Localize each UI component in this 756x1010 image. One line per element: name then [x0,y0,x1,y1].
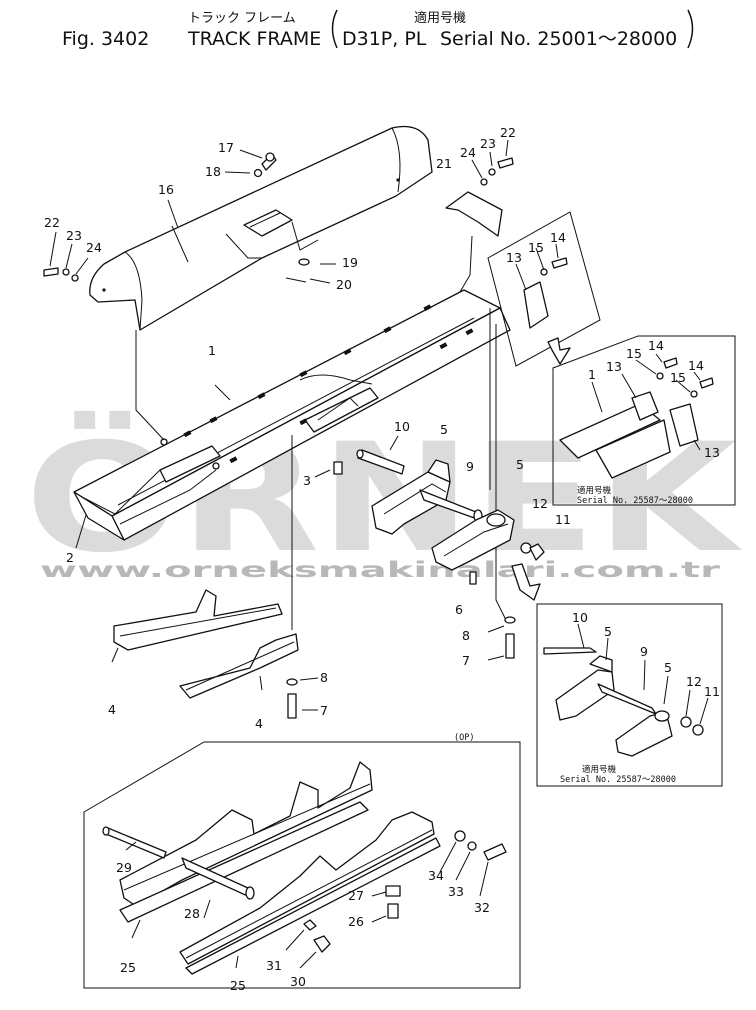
callout-14: 14 [550,230,566,245]
callout-10: 10 [394,419,410,434]
bottom-callout-25b: 25 [230,978,246,993]
inset-mid-callout-5a: 5 [604,624,612,639]
part-1-frame [73,289,511,541]
inset-callout-15a: 15 [626,346,642,361]
title-japanese-applicable: 適用号機 [414,10,466,26]
hardware-19-20 [285,258,310,283]
callout-8a: 8 [320,670,328,685]
inset-top-jp: 適用号機 [577,485,612,496]
callout-3: 3 [303,473,311,488]
bottom-callout-28: 28 [184,906,200,921]
callout-11: 11 [555,512,571,527]
callout-1: 1 [208,343,216,358]
bottom-callout-30: 30 [290,974,306,989]
inset-callout-13a: 13 [606,359,622,374]
inset-callout-1: 1 [588,367,596,382]
bottom-callout-32: 32 [474,900,490,915]
callout-5a: 5 [440,422,448,437]
title-bracket-left [331,9,338,49]
pivot-shaft-assembly [356,449,545,601]
hardware-17-18 [253,152,277,178]
inset-bottom-op [83,741,521,989]
figure-number: Fig. 3402 [62,28,149,50]
callout-6: 6 [455,602,463,617]
callout-22b: 22 [500,125,516,140]
watermark-url: www.orneksmakinalari.com.tr [40,558,721,582]
title-model: D31P, PL [342,28,427,50]
title-serial: Serial No. 25001～28000 [440,28,677,50]
part-16-cover [89,125,433,331]
hardware-3 [333,461,343,475]
inset-callout-15b: 15 [670,370,686,385]
callout-2: 2 [66,550,74,565]
inset-top: 適用号機 Serial No. 25587～28000 [552,335,736,506]
callout-4a: 4 [108,702,116,717]
bottom-callout-33: 33 [448,884,464,899]
inset-middle-jp: 適用号機 [582,764,617,775]
callout-23b: 23 [480,136,496,151]
callout-5b: 5 [516,457,524,472]
hardware-22-24-right [471,139,514,186]
leader-lines [75,149,507,630]
inset-callout-14a: 14 [648,338,664,353]
bottom-callout-26: 26 [348,914,364,929]
inset-callout-13b: 13 [704,445,720,460]
callout-23a: 23 [66,228,82,243]
callout-numbers: 1 2 3 4 4 5 5 6 7 7 8 8 9 10 11 12 13 14… [44,125,720,993]
callout-24b: 24 [460,145,476,160]
callout-13: 13 [506,250,522,265]
callout-12: 12 [532,496,548,511]
inset-top-serial: Serial No. 25587～28000 [577,496,693,506]
op-label: (OP) [454,733,474,743]
title-name: TRACK FRAME [187,28,321,50]
box-13-15 [487,211,601,367]
inset-mid-callout-12: 12 [686,674,702,689]
callout-16: 16 [158,182,174,197]
bottom-callout-27: 27 [348,888,364,903]
part-21-bracket [445,191,503,237]
callout-20: 20 [336,277,352,292]
callout-18: 18 [205,164,221,179]
callout-17: 17 [218,140,234,155]
inset-mid-callout-9: 9 [640,644,648,659]
callout-22a: 22 [44,215,60,230]
bottom-callout-31: 31 [266,958,282,973]
arrow-down-2 [511,563,541,601]
part-4-guards [111,589,516,719]
callout-19: 19 [342,255,358,270]
bottom-callout-34: 34 [428,868,444,883]
inset-mid-callout-11: 11 [704,684,720,699]
title-bracket-right [687,9,694,49]
inset-mid-callout-10: 10 [572,610,588,625]
callout-7a: 7 [320,703,328,718]
title-japanese: トラック フレーム [188,11,296,26]
hardware-22-24-left [43,231,89,282]
inset-middle: 適用号機 Serial No. 25587～28000 [536,603,723,787]
inset-mid-callout-5b: 5 [664,660,672,675]
callout-21: 21 [436,156,452,171]
callout-15: 15 [528,240,544,255]
callout-24a: 24 [86,240,102,255]
callout-9: 9 [466,459,474,474]
callout-4b: 4 [255,716,263,731]
title-block: トラック フレーム 適用号機 Fig. 3402 TRACK FRAME D31… [62,9,694,50]
bottom-callout-29: 29 [116,860,132,875]
bottom-callout-25a: 25 [120,960,136,975]
callout-8b: 8 [462,628,470,643]
arrow-down-1 [547,337,571,365]
inset-middle-serial: Serial No. 25587～28000 [560,775,676,785]
inset-callout-14b: 14 [688,358,704,373]
callout-7b: 7 [462,653,470,668]
